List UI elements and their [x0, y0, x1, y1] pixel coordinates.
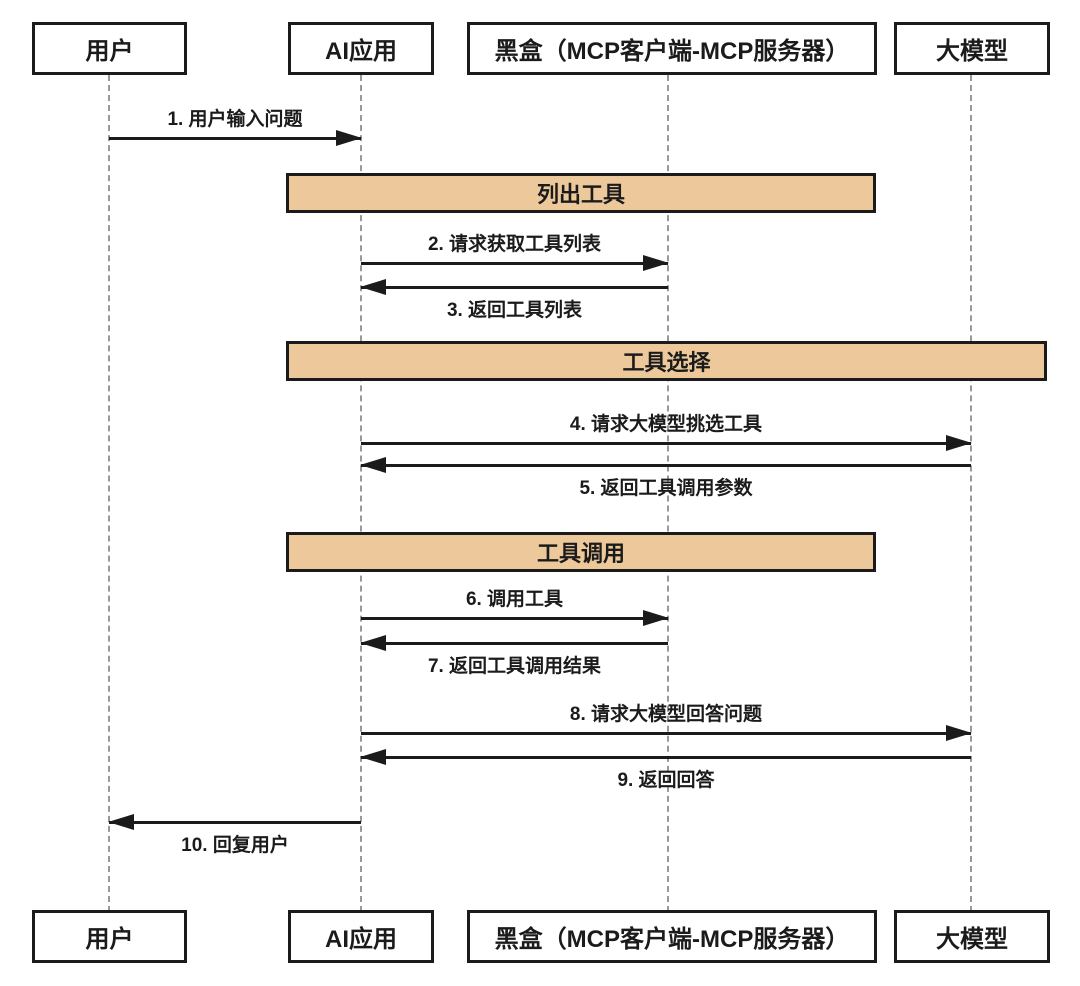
participant-box-user-bottom: 用户 — [32, 910, 187, 963]
message-3-line — [361, 286, 668, 289]
section-bar-tool-call: 工具调用 — [286, 532, 876, 572]
message-5-label: 5. 返回工具调用参数 — [579, 478, 753, 499]
message-9-label: 9. 返回回答 — [617, 770, 715, 791]
message-6-line — [361, 617, 668, 620]
lifeline-blackbox — [667, 75, 669, 912]
arrowhead-left-icon — [360, 457, 386, 473]
arrowhead-right-icon — [946, 435, 972, 451]
message-3-label: 3. 返回工具列表 — [446, 300, 583, 321]
participant-box-ai-app-bottom: AI应用 — [288, 910, 434, 963]
message-6-label: 6. 调用工具 — [465, 589, 564, 610]
participant-box-llm-top: 大模型 — [894, 22, 1050, 75]
arrowhead-left-icon — [108, 814, 134, 830]
participant-box-blackbox-top: 黑盒（MCP客户端-MCP服务器） — [467, 22, 877, 75]
message-10-label: 10. 回复用户 — [181, 835, 289, 856]
arrowhead-left-icon — [360, 749, 386, 765]
lifeline-ai-app — [360, 75, 362, 912]
message-8-line — [361, 732, 971, 735]
participant-box-llm-bottom: 大模型 — [894, 910, 1050, 963]
participant-box-user-top: 用户 — [32, 22, 187, 75]
message-7-label: 7. 返回工具调用结果 — [427, 656, 602, 677]
message-8-label: 8. 请求大模型回答问题 — [569, 704, 763, 725]
participant-box-blackbox-bottom: 黑盒（MCP客户端-MCP服务器） — [467, 910, 877, 963]
message-9-line — [361, 756, 971, 759]
message-1-label: 1. 用户输入问题 — [167, 109, 303, 130]
lifeline-llm — [970, 75, 972, 912]
lifeline-user — [108, 75, 110, 912]
arrowhead-left-icon — [360, 279, 386, 295]
arrowhead-right-icon — [336, 130, 362, 146]
message-4-label: 4. 请求大模型挑选工具 — [569, 414, 763, 435]
section-bar-tool-select: 工具选择 — [286, 341, 1047, 381]
arrowhead-left-icon — [360, 635, 386, 651]
participant-box-ai-app-top: AI应用 — [288, 22, 434, 75]
arrowhead-right-icon — [946, 725, 972, 741]
section-bar-list-tools: 列出工具 — [286, 173, 876, 213]
message-10-line — [109, 821, 361, 824]
message-4-line — [361, 442, 971, 445]
message-2-label: 2. 请求获取工具列表 — [427, 234, 602, 255]
message-2-line — [361, 262, 668, 265]
message-5-line — [361, 464, 971, 467]
arrowhead-right-icon — [643, 255, 669, 271]
message-1-line — [109, 137, 361, 140]
arrowhead-right-icon — [643, 610, 669, 626]
message-7-line — [361, 642, 668, 645]
